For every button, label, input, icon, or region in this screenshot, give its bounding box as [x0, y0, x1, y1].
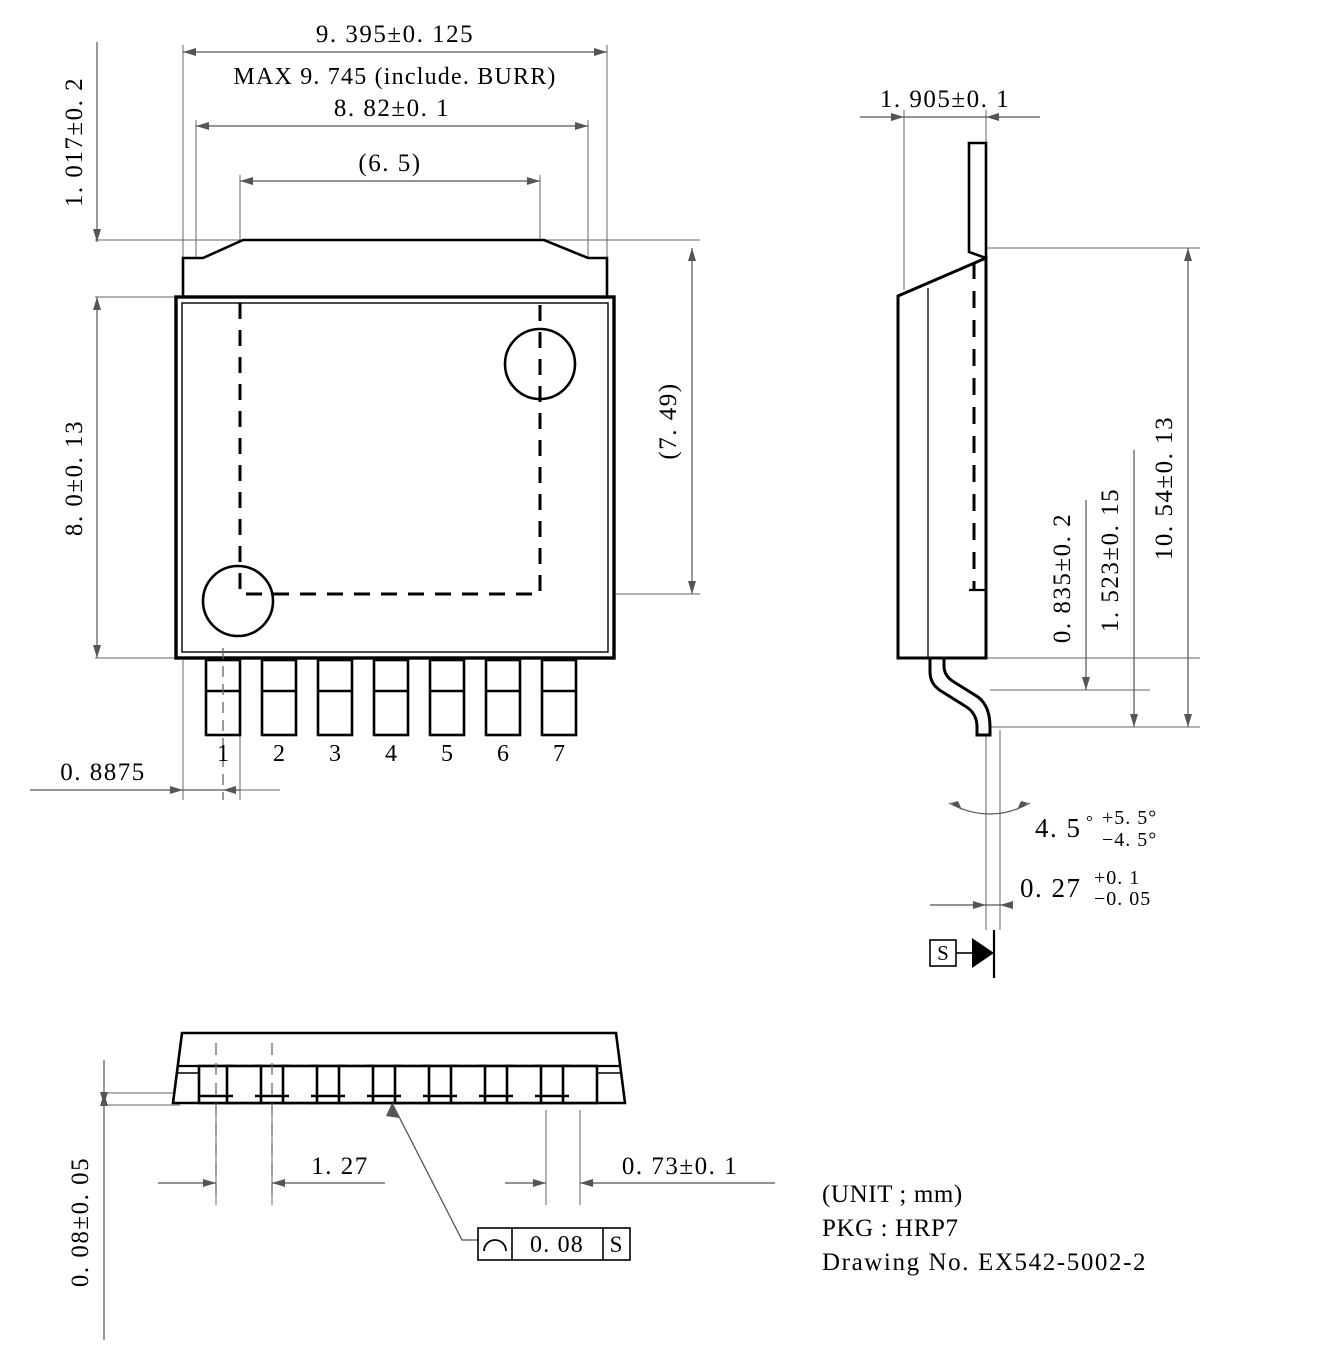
- datum-feature-symbol-s: S: [929, 930, 996, 978]
- pin-number-labels: 1 2 3 4 5 6 7: [217, 741, 565, 767]
- dim-overall-length: 10. 54±0. 13: [1151, 248, 1192, 727]
- top-view-hidden-outline: [238, 303, 542, 596]
- dim-lead-tip-height-label: 1. 017±0. 2: [61, 77, 88, 207]
- dim-inner-height-label: (7. 49): [655, 382, 682, 459]
- side-view: 1. 905±0. 1 0. 835±0. 2 1. 523±0. 15: [860, 86, 1200, 978]
- dim-pin-pitch: 1. 27: [158, 1153, 385, 1187]
- top-view-body-inner-outline: [181, 302, 609, 653]
- dim-lead-thickness-upper-tolerance: +0. 1: [1094, 867, 1140, 889]
- title-notes: (UNIT ; mm) PKG : HRP7 Drawing No. EX542…: [822, 1181, 1147, 1276]
- side-view-body-outline: [896, 255, 988, 660]
- dim-pin1-offset: 0. 8875: [30, 759, 240, 794]
- profile-of-a-line-icon: [483, 1239, 507, 1252]
- dim-lead-width-label: 0. 73±0. 1: [622, 1153, 738, 1180]
- pin-label-1: 1: [217, 741, 229, 767]
- dim-lead-width: 0. 73±0. 1: [505, 1153, 775, 1187]
- dim-body-width: 8. 82±0. 1: [196, 95, 588, 130]
- dim-body-thickness: 1. 905±0. 1: [860, 86, 1040, 121]
- dim-overall-length-label: 10. 54±0. 13: [1151, 416, 1178, 560]
- bottom-view: 0. 08±0. 05 1. 27 0. 73±0. 1: [67, 1031, 775, 1340]
- pin-label-6: 6: [497, 741, 509, 767]
- pin-label-5: 5: [441, 741, 453, 767]
- pin-label-4: 4: [385, 741, 397, 767]
- fcf-leader-line: [386, 1102, 478, 1241]
- dim-inner-height: (7. 49): [655, 248, 696, 594]
- bottom-view-leads: [197, 1064, 599, 1105]
- side-view-lead: [928, 656, 992, 737]
- dim-standoff-label: 0. 835±0. 2: [1049, 513, 1076, 643]
- dim-lead-angle-value: 4. 5: [1035, 813, 1082, 843]
- mounting-hole-top-right: [503, 327, 577, 401]
- feature-control-frame: 0. 08 S: [477, 1227, 631, 1261]
- top-view-body-outline: [174, 295, 616, 660]
- dim-lead-angle-upper-tolerance: +5. 5°: [1102, 807, 1157, 829]
- max-width-note: MAX 9. 745 (include. BURR): [233, 64, 556, 90]
- dim-lead-angle: 4. 5 ° +5. 5° −4. 5°: [948, 801, 1157, 851]
- top-view-heatsink-flange: [181, 238, 609, 299]
- dim-lead-tip-height: 1. 017±0. 2: [61, 42, 101, 242]
- top-view: 9. 395±0. 125 MAX 9. 745 (include. BURR)…: [30, 21, 700, 800]
- dim-lead-angle-degree-sign: °: [1086, 812, 1093, 831]
- dim-inner-width-label: (6. 5): [358, 150, 421, 177]
- dim-seating: 1. 523±0. 15: [1097, 450, 1138, 727]
- pin-label-2: 2: [273, 741, 285, 767]
- dim-inner-width: (6. 5): [240, 150, 540, 185]
- bottom-view-center-lines: [215, 1043, 273, 1200]
- dim-body-thickness-label: 1. 905±0. 1: [880, 86, 1010, 113]
- dim-lead-thickness: 0. 27 +0. 1 −0. 05: [930, 867, 1151, 910]
- dim-lead-thickness-value: 0. 27: [1020, 873, 1082, 903]
- top-view-leads: [204, 648, 578, 800]
- fcf-datum-reference: S: [610, 1232, 623, 1257]
- dim-standoff: 0. 835±0. 2: [1049, 500, 1090, 690]
- dim-body-width-label: 8. 82±0. 1: [334, 95, 450, 122]
- mounting-hole-bottom-left: [201, 564, 275, 638]
- dim-coplanarity-label: 0. 08±0. 05: [67, 1157, 94, 1287]
- pin-label-7: 7: [553, 741, 565, 767]
- side-view-body: [896, 141, 992, 737]
- datum-letter: S: [937, 941, 949, 965]
- dim-pin-pitch-label: 1. 27: [311, 1153, 369, 1180]
- unit-note: (UNIT ; mm): [822, 1181, 963, 1208]
- dim-pin1-offset-label: 0. 8875: [60, 759, 146, 786]
- dim-lead-thickness-lower-tolerance: −0. 05: [1094, 888, 1151, 910]
- drawing-number-note: Drawing No. EX542-5002-2: [822, 1249, 1147, 1276]
- fcf-tolerance-value: 0. 08: [530, 1232, 584, 1258]
- dim-seating-label: 1. 523±0. 15: [1097, 488, 1124, 632]
- dim-overall-width-label: 9. 395±0. 125: [316, 21, 474, 48]
- dim-overall-width: 9. 395±0. 125: [183, 21, 607, 56]
- package-note: PKG : HRP7: [822, 1215, 959, 1242]
- dim-body-height-label: 8. 0±0. 13: [61, 420, 88, 536]
- dim-lead-angle-lower-tolerance: −4. 5°: [1102, 829, 1157, 851]
- dim-coplanarity: 0. 08±0. 05: [67, 1060, 108, 1340]
- pin-label-3: 3: [329, 741, 341, 767]
- dim-body-height: 8. 0±0. 13: [61, 297, 101, 658]
- side-view-heatsink-tab: [967, 141, 988, 260]
